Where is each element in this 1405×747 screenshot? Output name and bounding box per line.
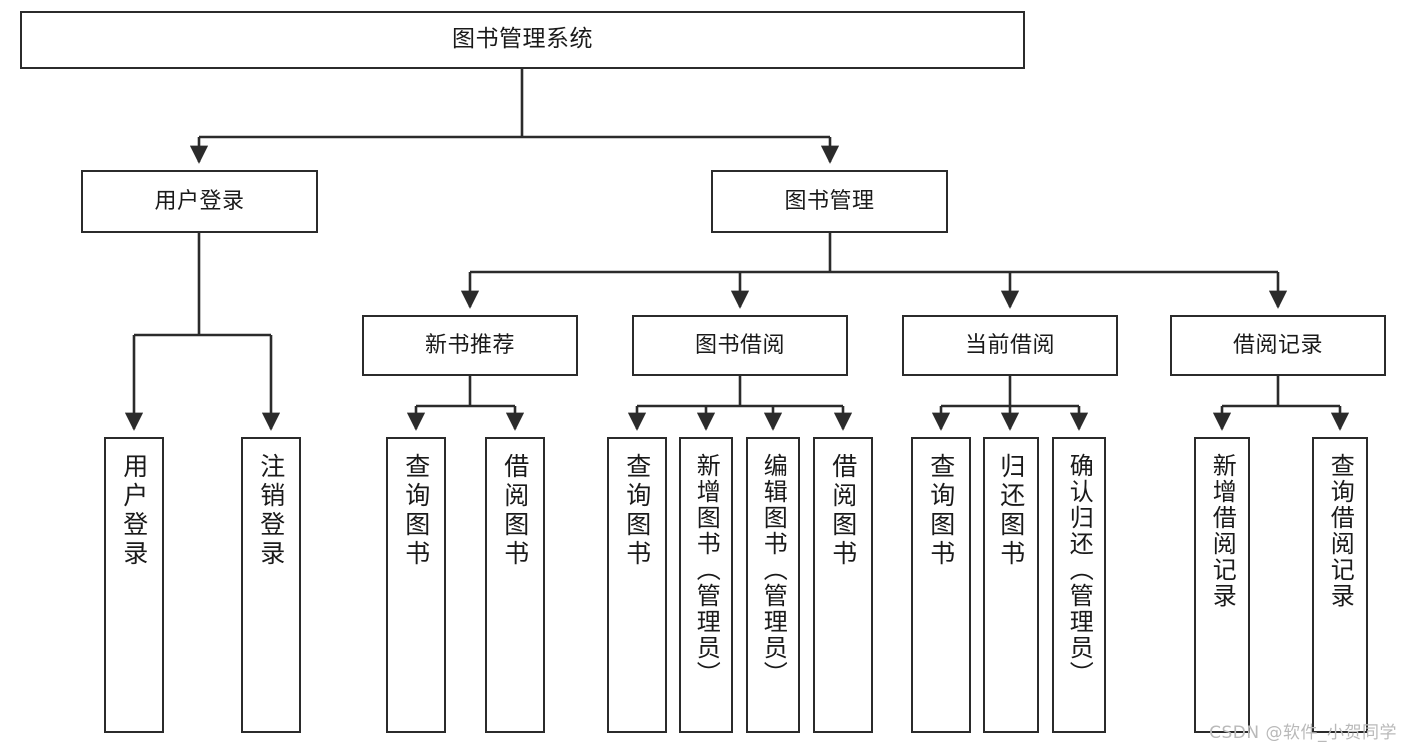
node-current-borrow-label: 当前借阅 <box>964 332 1055 358</box>
node-borrow-record-label: 借阅记录 <box>1232 332 1323 358</box>
leaf-query-borrow-record-label: 查询借阅记录 <box>1326 453 1355 609</box>
leaf-query-book-recommend[interactable]: 查询图书 <box>386 437 446 733</box>
leaf-add-borrow-record[interactable]: 新增借阅记录 <box>1194 437 1250 733</box>
leaf-query-borrow-record[interactable]: 查询借阅记录 <box>1312 437 1368 733</box>
leaf-logout[interactable]: 注销登录 <box>241 437 301 733</box>
leaf-return-book[interactable]: 归还图书 <box>983 437 1039 733</box>
node-book-management-label: 图书管理 <box>784 188 875 214</box>
leaf-borrow-book-recommend-label: 借阅图书 <box>500 453 530 569</box>
leaf-query-book-current[interactable]: 查询图书 <box>911 437 971 733</box>
leaf-add-book-admin[interactable]: 新增图书（管理员） <box>679 437 733 733</box>
node-root-label: 图书管理系统 <box>452 26 593 53</box>
leaf-borrow-book[interactable]: 借阅图书 <box>813 437 873 733</box>
node-new-book-recommend-label: 新书推荐 <box>424 332 515 358</box>
leaf-borrow-book-label: 借阅图书 <box>828 453 858 569</box>
leaf-query-book-recommend-label: 查询图书 <box>401 453 431 569</box>
leaf-add-book-admin-label: 新增图书（管理员） <box>692 453 721 687</box>
leaf-user-login-label: 用户登录 <box>119 453 149 569</box>
leaf-query-book-current-label: 查询图书 <box>926 453 956 569</box>
leaf-add-borrow-record-label: 新增借阅记录 <box>1208 453 1237 609</box>
node-current-borrow[interactable]: 当前借阅 <box>902 315 1118 376</box>
leaf-edit-book-admin[interactable]: 编辑图书（管理员） <box>746 437 800 733</box>
watermark: CSDN @软件_小贺同学 <box>1209 723 1397 743</box>
node-book-borrow[interactable]: 图书借阅 <box>632 315 848 376</box>
node-borrow-record[interactable]: 借阅记录 <box>1170 315 1386 376</box>
leaf-query-book-borrow-label: 查询图书 <box>622 453 652 569</box>
node-user-login-label: 用户登录 <box>154 188 245 214</box>
leaf-user-login[interactable]: 用户登录 <box>104 437 164 733</box>
node-new-book-recommend[interactable]: 新书推荐 <box>362 315 578 376</box>
leaf-logout-label: 注销登录 <box>256 453 286 569</box>
leaf-confirm-return-admin-label: 确认归还（管理员） <box>1065 453 1094 687</box>
node-book-borrow-label: 图书借阅 <box>694 332 785 358</box>
leaf-return-book-label: 归还图书 <box>996 453 1026 569</box>
node-book-management[interactable]: 图书管理 <box>711 170 948 233</box>
node-user-login[interactable]: 用户登录 <box>81 170 318 233</box>
node-root[interactable]: 图书管理系统 <box>20 11 1025 69</box>
leaf-query-book-borrow[interactable]: 查询图书 <box>607 437 667 733</box>
leaf-borrow-book-recommend[interactable]: 借阅图书 <box>485 437 545 733</box>
leaf-edit-book-admin-label: 编辑图书（管理员） <box>759 453 788 687</box>
leaf-confirm-return-admin[interactable]: 确认归还（管理员） <box>1052 437 1106 733</box>
